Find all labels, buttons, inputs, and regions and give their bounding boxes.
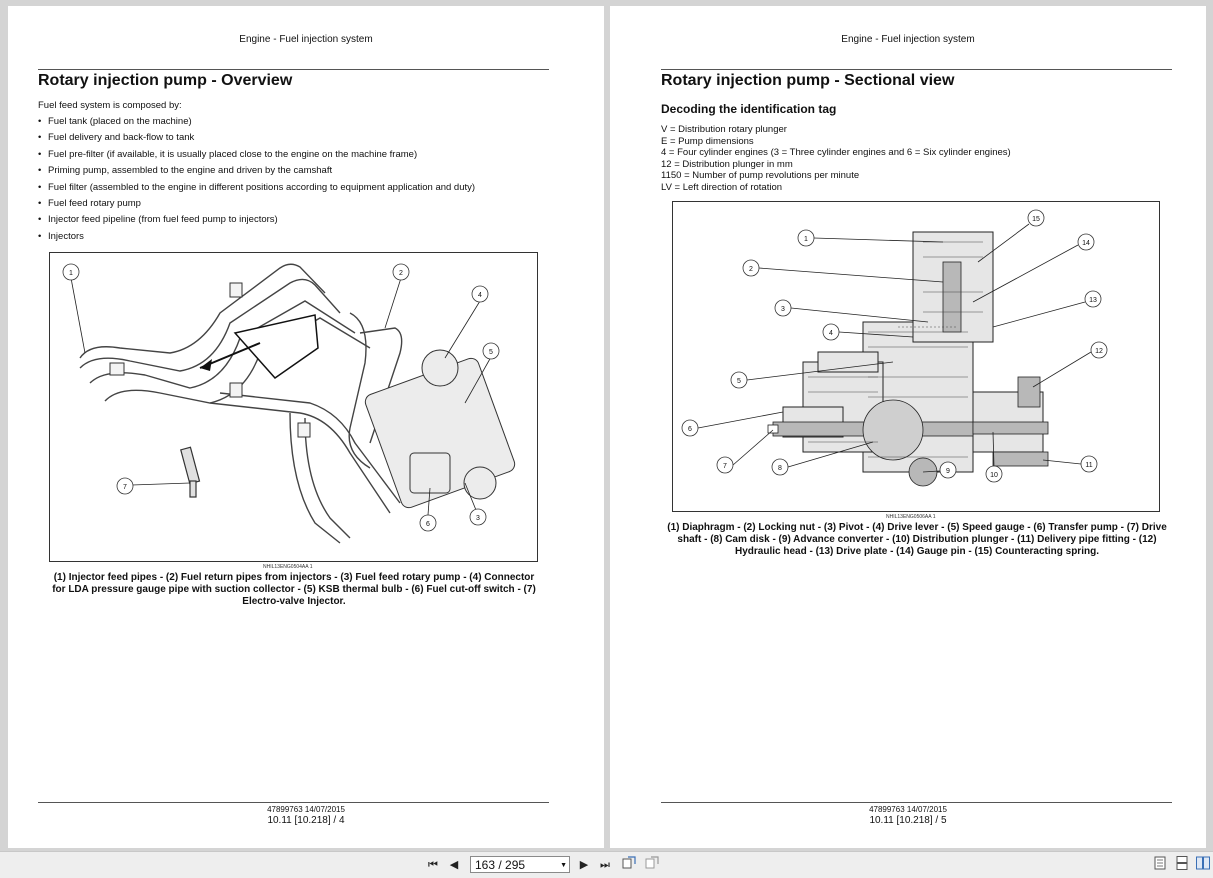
go-forward-icon[interactable]: [644, 856, 660, 874]
page-title: Rotary injection pump - Overview: [38, 72, 293, 89]
callout-8: 8: [778, 465, 782, 472]
fuel-system-figure: 1 2 3 4 5 6 7: [49, 252, 538, 562]
callout-4: 4: [829, 330, 833, 337]
callout-10: 10: [990, 472, 998, 479]
callout-11: 11: [1085, 462, 1092, 469]
callout-12: 12: [1095, 348, 1103, 355]
two-page-view-icon[interactable]: [1195, 856, 1211, 874]
callout-7: 7: [123, 484, 127, 491]
chevron-down-icon[interactable]: ▼: [560, 862, 567, 869]
list-item: Priming pump, assembled to the engine an…: [38, 165, 548, 181]
callout-7: 7: [723, 463, 727, 470]
navigation-toolbar: ⏮ ◀ 163 / 295 ▼ ▶ ⏭: [0, 851, 1213, 878]
footer-page-number: 10.11 [10.218] / 5: [869, 815, 947, 826]
running-head: Engine - Fuel injection system: [841, 34, 975, 45]
list-item: Fuel pre-filter (if available, it is usu…: [38, 149, 548, 165]
footer-rule: [38, 802, 549, 803]
bullet-list: Fuel tank (placed on the machine) Fuel d…: [38, 116, 548, 247]
tag-line: 1150 = Number of pump revolutions per mi…: [661, 170, 860, 182]
identification-tag-list: V = Distribution rotary plunger E = Pump…: [661, 124, 1161, 194]
tag-line: E = Pump dimensions: [661, 135, 754, 147]
figure-caption: (1) Diaphragm - (2) Locking nut - (3) Pi…: [667, 522, 1167, 557]
next-page-icon[interactable]: ▶: [579, 859, 589, 871]
right-page: Engine - Fuel injection system Rotary in…: [610, 6, 1206, 848]
page-number-input[interactable]: 163 / 295 ▼: [470, 856, 570, 873]
footer-rule: [661, 802, 1172, 803]
callout-9: 9: [946, 468, 950, 475]
callout-1: 1: [69, 270, 73, 277]
figure-reference: NHIL13ENG0506AA 1: [886, 514, 936, 520]
footer-document-number: 47899763 14/07/2015: [869, 805, 947, 814]
callout-6: 6: [688, 426, 692, 433]
footer-document-number: 47899763 14/07/2015: [267, 805, 345, 814]
callout-3: 3: [476, 515, 480, 522]
previous-page-icon[interactable]: ◀: [449, 859, 459, 871]
footer-page-number: 10.11 [10.218] / 4: [267, 815, 345, 826]
callout-13: 13: [1089, 297, 1097, 304]
callout-5: 5: [489, 349, 493, 356]
callout-6: 6: [426, 521, 430, 528]
tag-line: V = Distribution rotary plunger: [661, 124, 787, 135]
fuel-system-illustration: 1 2 3 4 5 6 7: [62, 263, 516, 544]
list-item: Fuel delivery and back-flow to tank: [38, 132, 548, 148]
figure-caption: (1) Injector feed pipes - (2) Fuel retur…: [52, 572, 536, 607]
callout-markers: 1 2 3 4 5 6 7 8 9 10 11 12 13 14 15: [681, 209, 1108, 483]
list-item: Injectors: [38, 231, 548, 247]
tag-line: LV = Left direction of rotation: [661, 181, 783, 193]
callout-4: 4: [478, 292, 482, 299]
go-back-icon[interactable]: [621, 856, 637, 874]
callout-5: 5: [737, 378, 741, 385]
list-item: Fuel feed rotary pump: [38, 198, 548, 214]
left-page: Engine - Fuel injection system Rotary in…: [8, 6, 604, 848]
section-subtitle: Decoding the identification tag: [661, 102, 837, 116]
header-rule: [38, 69, 549, 70]
callout-2: 2: [399, 270, 403, 277]
figure-reference: NHIL13ENG0504AA 1: [263, 564, 313, 570]
intro-text: Fuel feed system is composed by:: [38, 100, 182, 111]
running-head: Engine - Fuel injection system: [239, 34, 373, 45]
pump-sectional-illustration: 1 2 3 4 5 6 7 8 9 10 11 12 13 14 15: [681, 209, 1108, 487]
page-title: Rotary injection pump - Sectional view: [661, 72, 955, 89]
sectional-view-figure: 1 2 3 4 5 6 7 8 9 10 11 12 13 14 15: [672, 201, 1160, 512]
callout-14: 14: [1082, 240, 1090, 247]
page-indicator: 163 / 295: [475, 858, 526, 872]
callout-markers: 1 2 3 4 5 6 7: [62, 263, 500, 532]
continuous-view-icon[interactable]: [1174, 856, 1190, 874]
list-item: Fuel filter (assembled to the engine in …: [38, 182, 548, 198]
tag-line: 4 = Four cylinder engines (3 = Three cyl…: [661, 147, 1011, 159]
callout-15: 15: [1032, 216, 1040, 223]
tag-line: 12 = Distribution plunger in mm: [661, 158, 793, 170]
first-page-icon[interactable]: ⏮: [428, 859, 438, 871]
list-item: Injector feed pipeline (from fuel feed p…: [38, 214, 548, 230]
last-page-icon[interactable]: ⏭: [600, 859, 610, 871]
single-page-view-icon[interactable]: [1152, 856, 1168, 874]
header-rule: [661, 69, 1172, 70]
callout-2: 2: [749, 266, 753, 273]
callout-1: 1: [804, 236, 808, 243]
callout-3: 3: [781, 306, 785, 313]
list-item: Fuel tank (placed on the machine): [38, 116, 548, 132]
